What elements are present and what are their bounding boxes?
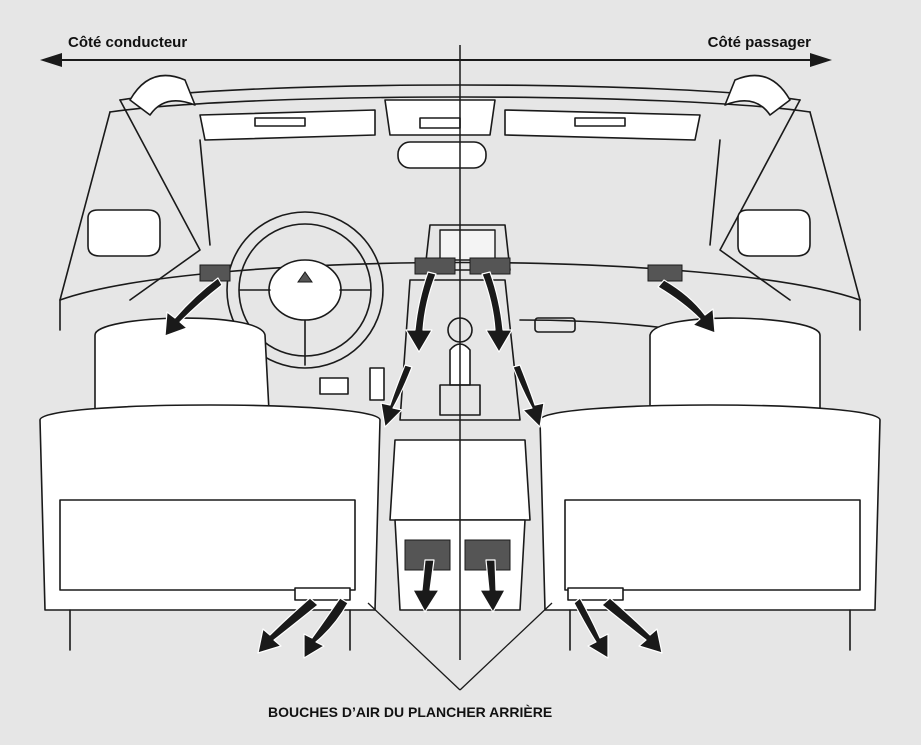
left-grab-handle — [129, 74, 196, 116]
passenger-headrest — [649, 317, 821, 431]
driver-rear-floor-vent — [294, 587, 351, 601]
left-side-mirror — [87, 209, 161, 257]
accelerator-pedal — [369, 367, 385, 401]
right-side-mirror — [737, 209, 811, 257]
right-side-vent — [647, 264, 683, 282]
driver-headrest — [94, 317, 271, 431]
driver-side-label: Côté conducteur — [68, 34, 188, 51]
steering-wheel — [226, 211, 384, 369]
rear-floor-vents-callout: BOUCHES D’AIR DU PLANCHER ARRIÈRE — [268, 704, 553, 720]
driver-seat — [39, 317, 381, 651]
brake-pedal — [319, 377, 349, 395]
left-side-vent — [199, 264, 231, 282]
passenger-seat — [539, 317, 881, 651]
left-visor-mirror — [254, 117, 306, 127]
center-screen — [439, 229, 496, 261]
acura-logo-icon — [297, 271, 313, 283]
driver-seat-back — [39, 404, 381, 611]
right-arrowhead — [810, 53, 832, 67]
passenger-side-label: Côté passager — [707, 34, 811, 51]
passenger-seat-back — [539, 404, 881, 611]
left-sun-visor — [199, 109, 376, 141]
right-grab-handle — [724, 74, 791, 116]
passenger-rear-floor-vent — [567, 587, 624, 601]
callout-leader-lines — [367, 602, 553, 691]
glovebox-handle — [534, 317, 576, 333]
rear-view-mirror — [397, 141, 487, 169]
right-sun-visor — [504, 109, 701, 141]
airflow-arrows — [164, 271, 716, 659]
side-direction-line — [40, 53, 832, 67]
right-visor-mirror — [574, 117, 626, 127]
center-left-vent — [414, 257, 456, 275]
left-arrowhead — [40, 53, 62, 67]
